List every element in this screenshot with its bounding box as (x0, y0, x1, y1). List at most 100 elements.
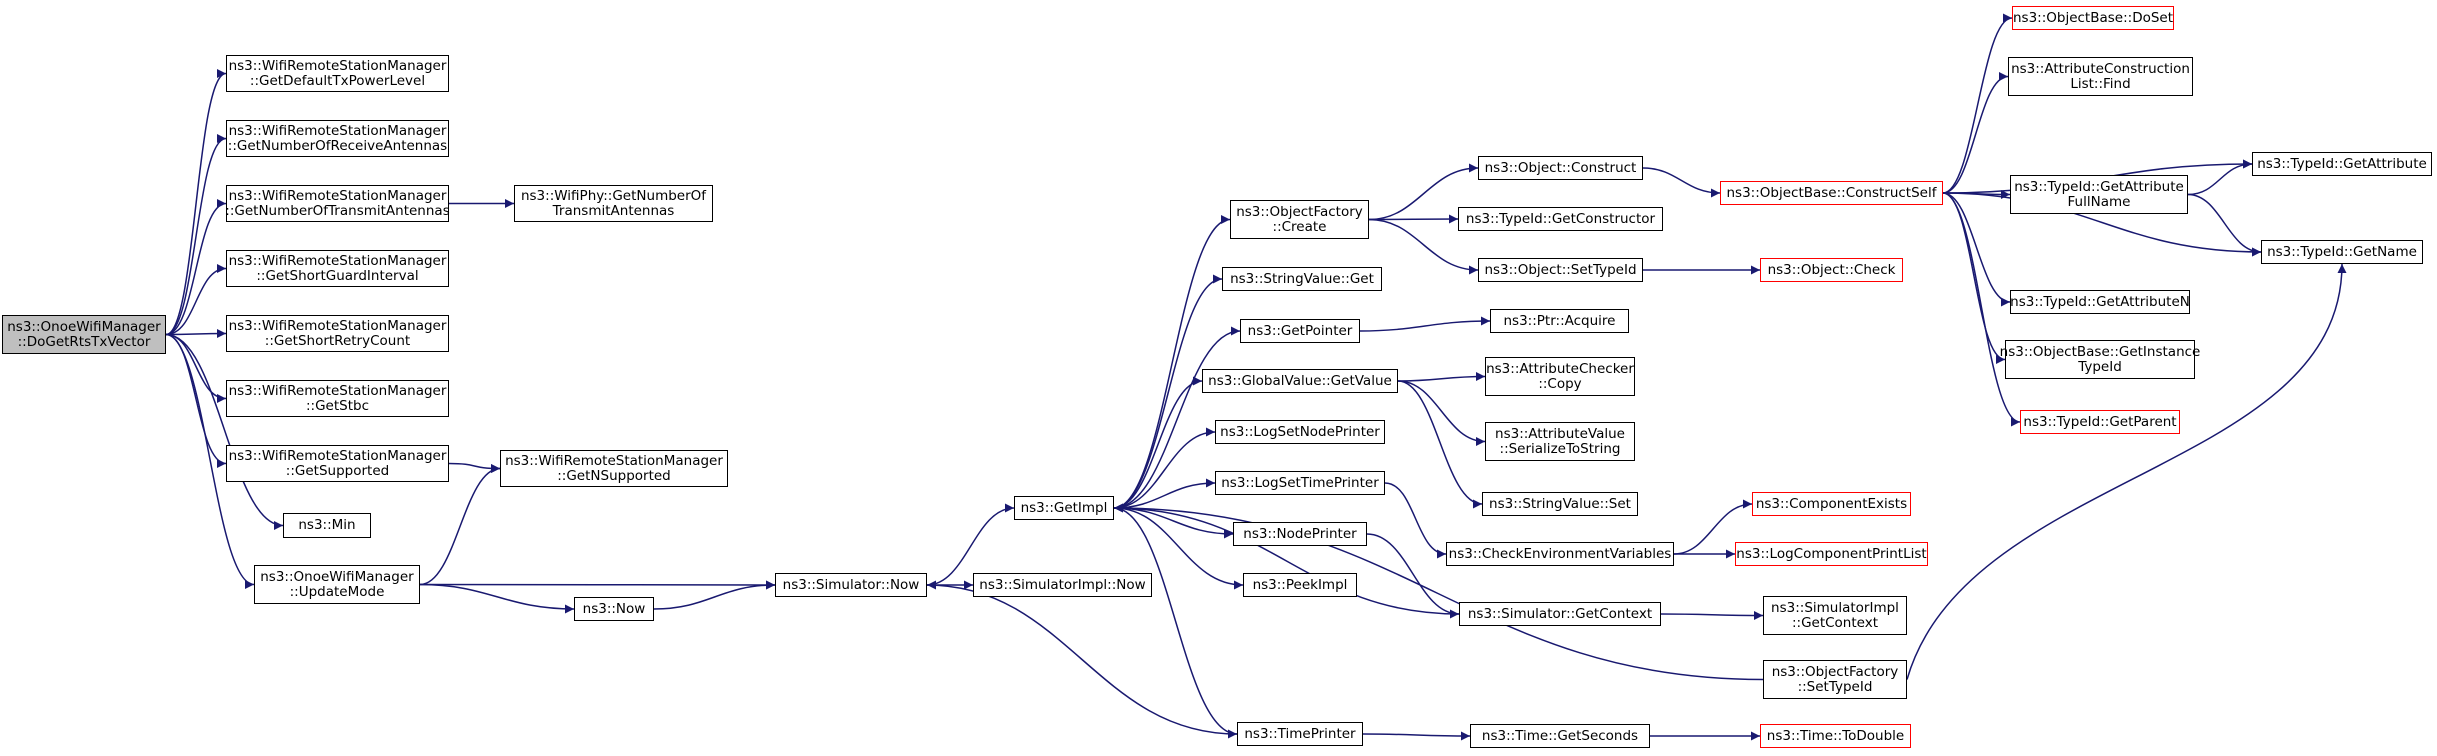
edge-root-to-updateMode (165, 333, 255, 589)
node-typeid-get-attribute-n[interactable]: ns3::TypeId::GetAttributeN (2010, 290, 2190, 314)
node-label-line: ns3::OnoeWifiManager (260, 568, 414, 585)
node-typeid-get-attribute[interactable]: ns3::TypeId::GetAttribute (2252, 152, 2432, 176)
edge-root-to-supported (165, 333, 227, 468)
node-label-line: ::GetSupported (285, 462, 390, 479)
node-object-factory-create[interactable]: ns3::ObjectFactory::Create (1230, 200, 1369, 239)
edge-ofCreate-to-objSetTid (1368, 218, 1479, 275)
node-attribute-value-serialize[interactable]: ns3::AttributeValue::SerializeToString (1485, 422, 1635, 461)
edge-root-to-stbc (165, 333, 227, 403)
node-node-printer[interactable]: ns3::NodePrinter (1233, 522, 1367, 546)
node-label-line: ns3::Time::GetSeconds (1481, 727, 1639, 744)
node-simulator-get-context[interactable]: ns3::Simulator::GetContext (1459, 602, 1661, 626)
node-string-value-get[interactable]: ns3::StringValue::Get (1222, 267, 1382, 291)
node-simulator-now[interactable]: ns3::Simulator::Now (775, 573, 927, 597)
node-label-line: ns3::TypeId::GetAttribute (2257, 155, 2427, 172)
node-global-value-get-value[interactable]: ns3::GlobalValue::GetValue (1202, 369, 1398, 393)
node-typeid-get-constructor[interactable]: ns3::TypeId::GetConstructor (1458, 207, 1663, 231)
node-label-line: ::GetStbc (305, 397, 369, 414)
edge-getImpl-to-logNode (1113, 427, 1216, 509)
edge-obConstructSelf-to-obGetInstTid (1942, 192, 2006, 364)
node-now[interactable]: ns3::Now (574, 597, 654, 621)
node-time-get-seconds[interactable]: ns3::Time::GetSeconds (1470, 724, 1650, 748)
node-label-line: ::GetContext (1791, 614, 1879, 631)
node-label-line: ns3::WifiRemoteStationManager (505, 452, 723, 469)
node-onoe-update-mode[interactable]: ns3::OnoeWifiManager::UpdateMode (254, 565, 420, 604)
node-peek-impl[interactable]: ns3::PeekImpl (1243, 573, 1357, 597)
node-get-pointer[interactable]: ns3::GetPointer (1240, 319, 1360, 343)
node-object-construct[interactable]: ns3::Object::Construct (1478, 156, 1643, 180)
node-string-value-set[interactable]: ns3::StringValue::Set (1482, 492, 1638, 516)
node-object-set-typeid[interactable]: ns3::Object::SetTypeId (1478, 258, 1643, 282)
node-attribute-checker-copy[interactable]: ns3::AttributeChecker::Copy (1485, 357, 1635, 396)
node-objectbase-do-set[interactable]: ns3::ObjectBase::DoSet (2012, 6, 2174, 30)
node-label-line: ns3::WifiRemoteStationManager (228, 252, 447, 269)
node-objectbase-construct-self[interactable]: ns3::ObjectBase::ConstructSelf (1720, 181, 1943, 205)
node-label-line: ns3::LogSetNodePrinter (1220, 423, 1380, 440)
node-label-line: ns3::WifiRemoteStationManager (228, 187, 447, 204)
node-label-line: ::GetShortRetryCount (264, 332, 411, 349)
node-label-line: ns3::Object::SetTypeId (1484, 261, 1637, 278)
node-typeid-get-parent[interactable]: ns3::TypeId::GetParent (2020, 410, 2180, 434)
node-label-line: ns3::SimulatorImpl::Now (979, 576, 1146, 593)
node-get-short-guard-interval[interactable]: ns3::WifiRemoteStationManager::GetShortG… (226, 250, 449, 287)
node-label-line: ::SetTypeId (1797, 678, 1873, 695)
node-object-factory-set-typeid[interactable]: ns3::ObjectFactory::SetTypeId (1763, 660, 1907, 699)
node-label-line: ns3::NodePrinter (1243, 525, 1357, 542)
node-component-exists[interactable]: ns3::ComponentExists (1752, 492, 1911, 516)
node-simulator-impl-now[interactable]: ns3::SimulatorImpl::Now (973, 573, 1152, 597)
node-label-line: ns3::CheckEnvironmentVariables (1448, 545, 1672, 562)
node-label-line: ns3::SimulatorImpl (1771, 599, 1899, 616)
edge-updateMode-to-simNow (419, 580, 776, 590)
node-time-to-double[interactable]: ns3::Time::ToDouble (1760, 724, 1911, 748)
node-get-short-retry-count[interactable]: ns3::WifiRemoteStationManager::GetShortR… (226, 315, 449, 352)
edge-root-to-shortRetry (165, 329, 227, 339)
edge-tidGetAttrFull-to-tidGetName (2187, 193, 2262, 257)
edge-getImpl-to-getPointer (1113, 326, 1241, 509)
edge-obConstructSelf-to-tidGetName (1942, 192, 2262, 257)
edge-obConstructSelf-to-acListFind (1942, 72, 2009, 194)
edge-simGetCtx-to-simImplGetCtx (1660, 610, 1764, 620)
node-get-supported[interactable]: ns3::WifiRemoteStationManager::GetSuppor… (226, 445, 449, 482)
node-get-default-tx-power-level[interactable]: ns3::WifiRemoteStationManager::GetDefaul… (226, 55, 449, 92)
edge-root-to-min (165, 333, 284, 530)
node-get-n-supported[interactable]: ns3::WifiRemoteStationManager::GetNSuppo… (500, 450, 728, 487)
node-label-line: ns3::OnoeWifiManager (7, 318, 161, 335)
node-get-number-of-receive-antennas[interactable]: ns3::WifiRemoteStationManager::GetNumber… (226, 120, 449, 157)
node-label-line: ::Create (1272, 218, 1327, 235)
edge-getImpl-to-peekImpl (1113, 507, 1244, 590)
node-label-line: ns3::ObjectBase::GetInstance (1999, 343, 2201, 360)
node-log-component-print-list[interactable]: ns3::LogComponentPrintList (1735, 542, 1928, 566)
node-label-line: ::GetNumberOfTransmitAntennas (225, 202, 450, 219)
node-label-line: ::Copy (1538, 375, 1582, 392)
edge-gvGetValue-to-strSet (1397, 380, 1483, 509)
node-label-line: ns3::Ptr::Acquire (1503, 312, 1616, 329)
node-get-stbc[interactable]: ns3::WifiRemoteStationManager::GetStbc (226, 380, 449, 417)
node-get-impl[interactable]: ns3::GetImpl (1014, 496, 1114, 520)
node-label-line: ns3::WifiRemoteStationManager (228, 122, 447, 139)
edge-simNow-to-getImpl (926, 503, 1015, 586)
edge-checkEnv-to-compExists (1673, 499, 1753, 555)
edge-nodePrinter-to-simGetCtx (1366, 533, 1460, 619)
node-label-line: ns3::ObjectBase::ConstructSelf (1726, 184, 1937, 201)
node-simulator-impl-get-context[interactable]: ns3::SimulatorImpl::GetContext (1763, 596, 1907, 635)
node-label-line: ns3::ObjectFactory (1236, 203, 1363, 220)
node-log-set-node-printer[interactable]: ns3::LogSetNodePrinter (1215, 420, 1385, 444)
node-check-environment-variables[interactable]: ns3::CheckEnvironmentVariables (1446, 542, 1674, 566)
node-typeid-get-name[interactable]: ns3::TypeId::GetName (2261, 240, 2423, 264)
edge-root-to-getNumTx (165, 199, 227, 336)
node-label-line: ns3::Simulator::Now (782, 576, 920, 593)
node-ptr-acquire[interactable]: ns3::Ptr::Acquire (1490, 309, 1629, 333)
edge-timePrinter-to-simNow (926, 580, 1238, 735)
edge-ofCreate-to-objConstruct (1368, 163, 1479, 221)
edge-gvGetValue-to-acCopy (1397, 372, 1486, 382)
node-label-line: ns3::TimePrinter (1244, 725, 1356, 742)
node-min[interactable]: ns3::Min (283, 513, 371, 538)
node-get-number-of-transmit-antennas[interactable]: ns3::WifiRemoteStationManager::GetNumber… (225, 185, 450, 222)
node-object-check[interactable]: ns3::Object::Check (1760, 258, 1903, 282)
node-log-set-time-printer[interactable]: ns3::LogSetTimePrinter (1215, 471, 1385, 495)
node-time-printer[interactable]: ns3::TimePrinter (1237, 722, 1363, 746)
